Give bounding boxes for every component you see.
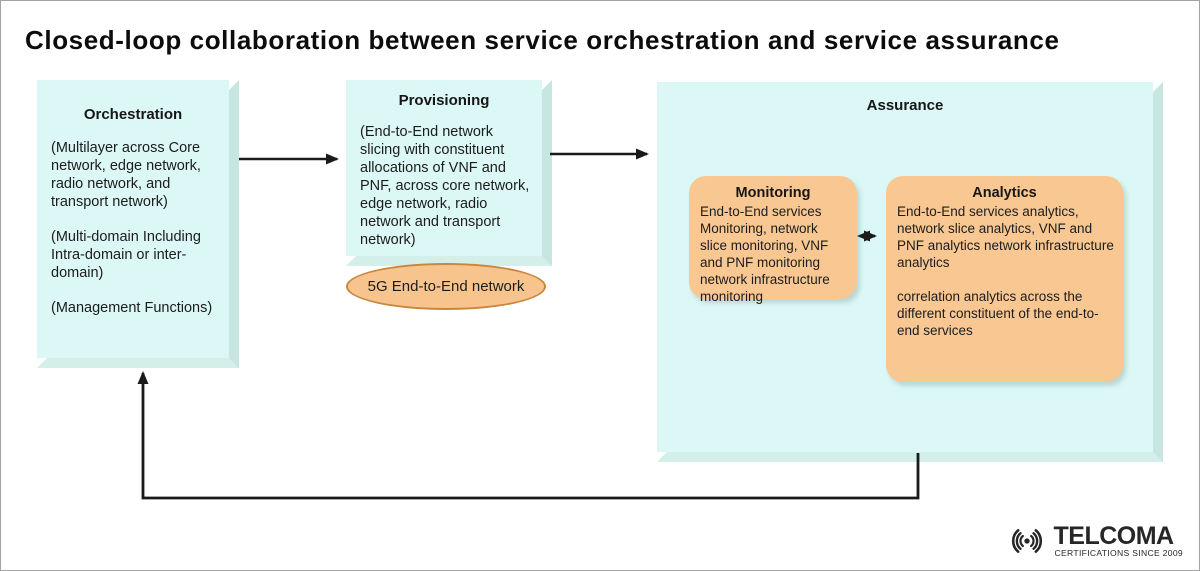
orchestration-title: Orchestration [83,106,183,123]
orchestration-paragraph: (Multilayer across Core network, edge ne… [51,140,201,210]
logo-text-block: TELCOMA CERTIFICATIONS SINCE 2009 [1053,521,1183,558]
orchestration-paragraph: (Multi-domain Including Intra-domain or … [51,229,201,281]
provisioning-body: (End-to-End network slicing with constit… [360,123,532,249]
analytics-card: Analytics End-to-End services analytics,… [886,176,1123,382]
provisioning-paragraph: (End-to-End network slicing with constit… [360,124,530,248]
analytics-body: End-to-End services analytics, network s… [897,203,1114,339]
5g-network-ellipse: 5G End-to-End network [346,263,546,310]
monitoring-card: Monitoring End-to-End services Monitorin… [689,176,857,304]
orchestration-box: Orchestration (Multilayer across Core ne… [37,80,239,368]
orchestration-body: (Multilayer across Core network, edge ne… [51,139,219,317]
assurance-box: Assurance Monitoring End-to-End services… [657,82,1163,462]
orchestration-paragraph: (Management Functions) [51,300,213,316]
monitoring-title: Monitoring [735,185,811,201]
telcoma-logo: TELCOMA CERTIFICATIONS SINCE 2009 [1003,521,1183,558]
monitoring-body: End-to-End services Monitoring, network … [700,204,830,304]
logo-tagline: CERTIFICATIONS SINCE 2009 [1054,547,1183,558]
logo-name: TELCOMA [1053,521,1175,550]
page-title: Closed-loop collaboration between servic… [25,25,1060,55]
broadcast-signal-icon [1011,529,1042,553]
5g-network-label: 5G End-to-End network [367,278,525,295]
analytics-paragraph: correlation analytics across the differe… [897,289,1099,338]
assurance-title: Assurance [866,97,944,114]
analytics-title: Analytics [972,185,1037,201]
provisioning-box: Provisioning (End-to-End network slicing… [346,80,552,266]
provisioning-title: Provisioning [398,92,490,109]
analytics-paragraph: End-to-End services analytics, network s… [897,204,1114,270]
